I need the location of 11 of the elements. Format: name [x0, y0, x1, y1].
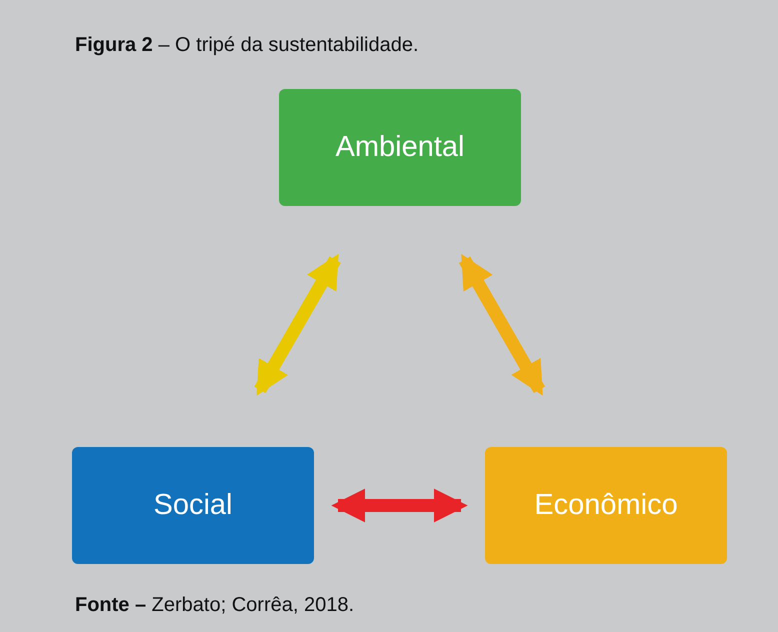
double-arrow	[331, 488, 468, 522]
category-label: Ambiental	[336, 131, 464, 164]
double-arrow	[254, 254, 341, 396]
figure-title: Figura 2 – O tripé da sustentabilidade.	[75, 34, 419, 57]
category-box	[279, 89, 521, 206]
source-caption: Fonte – Zerbato; Corrêa, 2018.	[75, 594, 354, 617]
category-box	[485, 447, 727, 564]
category-label: Econômico	[534, 489, 678, 522]
category-box	[72, 447, 314, 564]
double-arrow	[458, 254, 546, 396]
category-label: Social	[154, 489, 232, 522]
